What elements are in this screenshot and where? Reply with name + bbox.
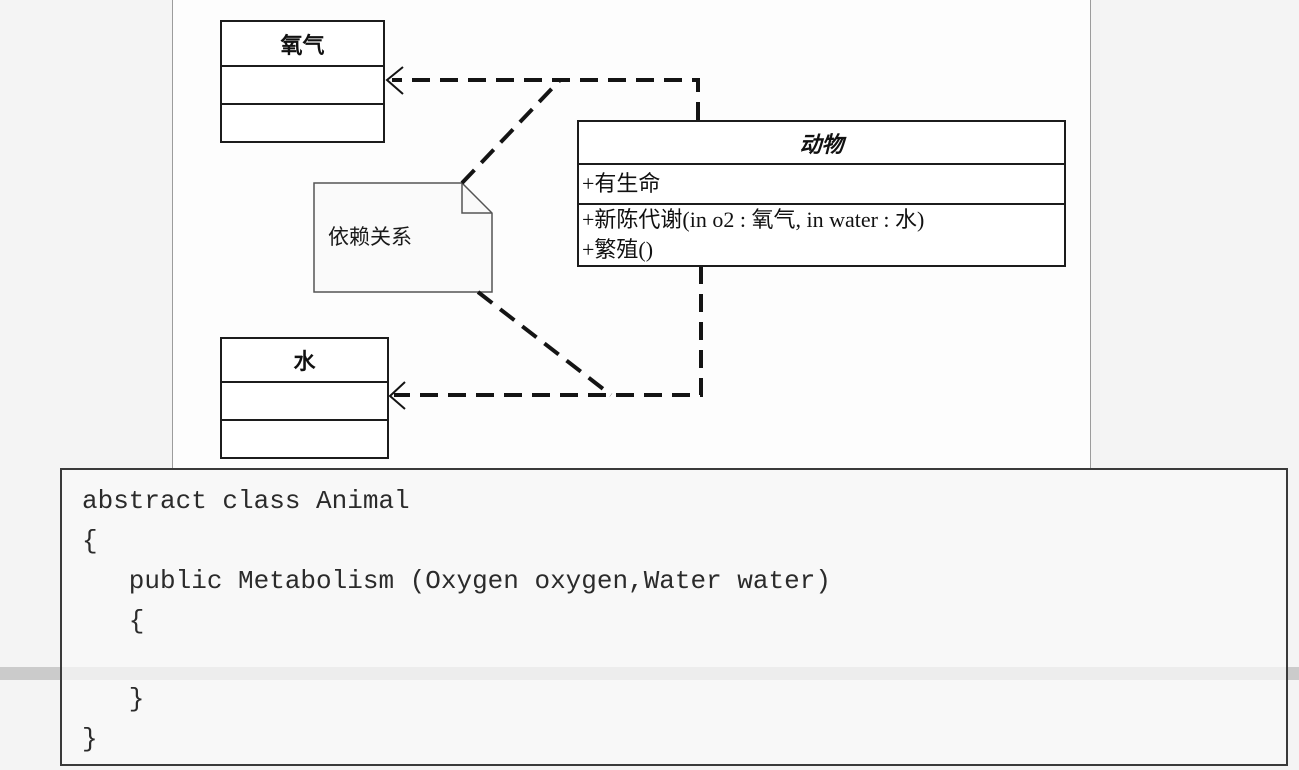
code-line: } <box>82 684 145 714</box>
class-name: 动物 <box>799 132 844 158</box>
class-box-animal: 动物 +有生命 +新陈代谢(in o2 : 氧气, in water : 水) … <box>577 120 1066 267</box>
note-anchor-bottom <box>476 290 613 397</box>
code-line: { <box>82 606 145 636</box>
arrowhead-water <box>388 381 406 410</box>
dependency-line-oxygen <box>392 78 700 120</box>
class-box-oxygen: 氧气 <box>220 20 385 143</box>
note-fold <box>461 183 492 214</box>
operation: +繁殖() <box>582 237 654 262</box>
code-line: { <box>82 526 98 556</box>
operations-compartment <box>222 103 383 141</box>
operation: +新陈代谢(in o2 : 氧气, in water : 水) <box>582 207 925 232</box>
code-line: } <box>82 724 98 754</box>
relationship-layer <box>313 66 703 410</box>
note-shape <box>313 182 493 293</box>
note-text: 依赖关系 <box>328 225 412 249</box>
code-line: public Metabolism (Oxygen oxygen,Water w… <box>82 566 831 596</box>
code-block: abstract class Animal { public Metabolis… <box>60 468 1288 766</box>
arrowhead-oxygen <box>385 66 404 95</box>
dependency-line-water <box>394 266 703 397</box>
attributes-compartment: +有生命 <box>579 163 1064 203</box>
attributes-compartment <box>222 381 387 419</box>
code-line: abstract class Animal <box>82 486 410 516</box>
note-anchor-top <box>460 78 562 185</box>
attribute: +有生命 <box>582 171 661 196</box>
class-box-water: 水 <box>220 337 389 459</box>
attributes-compartment <box>222 65 383 103</box>
class-name: 水 <box>293 350 316 375</box>
note-body <box>313 182 493 293</box>
operations-compartment <box>222 419 387 457</box>
operations-compartment: +新陈代谢(in o2 : 氧气, in water : 水) +繁殖() <box>579 203 1064 265</box>
class-name: 氧气 <box>280 33 325 59</box>
